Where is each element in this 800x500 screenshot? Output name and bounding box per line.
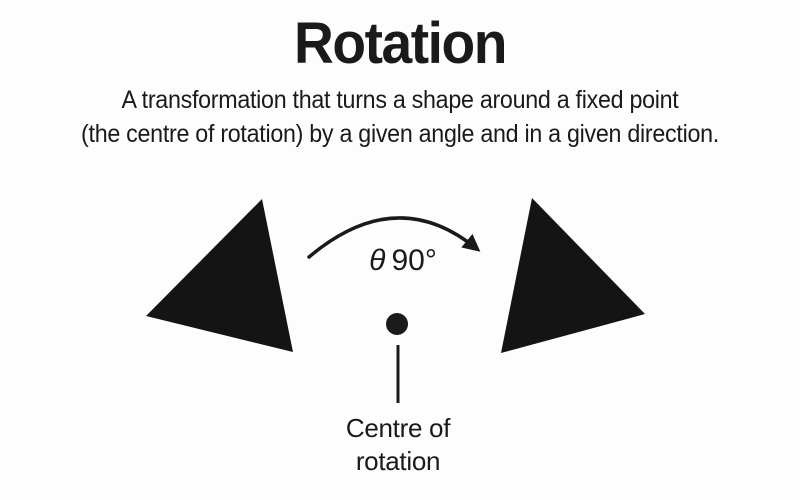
rotated-image-triangle-icon: [501, 198, 645, 353]
centre-of-rotation-label: Centre of rotation: [288, 412, 508, 478]
centre-label-line-1: Centre of: [345, 413, 451, 443]
definition-line-1: A transformation that turns a shape arou…: [121, 85, 679, 114]
theta-symbol: θ: [369, 244, 386, 277]
centre-label-line-2: rotation: [355, 446, 441, 476]
definition-text: A transformation that turns a shape arou…: [28, 83, 772, 151]
pre-image-triangle-icon: [146, 199, 293, 352]
rotation-slide: Rotation A transformation that turns a s…: [0, 11, 800, 500]
angle-value: 90°: [391, 244, 437, 277]
centre-of-rotation-dot-icon: [386, 313, 408, 335]
definition-line-2: (the centre of rotation) by a given angl…: [81, 119, 719, 148]
page-title: Rotation: [293, 11, 507, 76]
